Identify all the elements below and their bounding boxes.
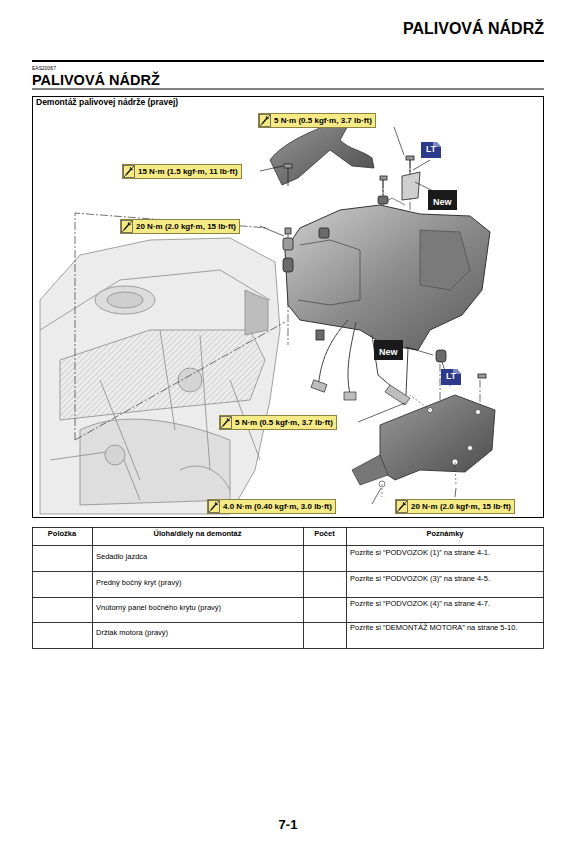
- node-text: LT: [419, 144, 443, 154]
- side-cover: [380, 395, 495, 480]
- section-code: EAS20067: [32, 66, 56, 72]
- tank-cover: [270, 118, 374, 185]
- torque-icon: [208, 500, 220, 513]
- torque-icon: [121, 220, 133, 233]
- node-text: 5 N·m (0.5 kgf·m, 3.7 lb·ft): [274, 116, 372, 125]
- node-text: 20 N·m (2.0 kgf·m, 15 lb·ft): [411, 502, 511, 511]
- new-part-tag: New: [428, 190, 457, 210]
- page-header: PALIVOVÁ NÁDRŽ: [403, 20, 544, 38]
- table-cell: Predný bočný kryt (pravý): [96, 579, 296, 588]
- node-text: 5 N·m (0.5 kgf·m, 3.7 lb·ft): [235, 418, 333, 427]
- fasteners: [283, 156, 486, 378]
- node-text: 20 N·m (2.0 kgf·m, 15 lb·ft): [136, 222, 236, 231]
- locking-agent-badge: LT: [439, 367, 463, 387]
- torque-icon: [259, 114, 271, 127]
- engine-background: [40, 238, 280, 514]
- node-text: 4.0 N·m (0.40 kgf·m, 3.0 lb·ft): [223, 502, 332, 511]
- table-cell: Držiak motora (pravý): [96, 629, 296, 638]
- torque-spec-box: 4.0 N·m (0.40 kgf·m, 3.0 lb·ft): [207, 499, 336, 514]
- section-title: PALIVOVÁ NÁDRŽ: [32, 72, 160, 89]
- table-cell: Sedadlo jazdca: [96, 553, 296, 562]
- torque-icon: [396, 500, 408, 513]
- table-grid: [32, 527, 544, 649]
- table-cell: Vnútorný panel bočného krytu (pravý): [96, 604, 296, 613]
- table-cell: Pozrite si “PODVOZOK (3)” na strane 4-5.: [350, 575, 542, 584]
- table-header: Položka: [32, 530, 92, 539]
- page-number: 7-1: [268, 818, 308, 833]
- table-header: Počet: [303, 530, 346, 539]
- table-cell: Pozrite si “DEMONTÁŽ MOTORA” na strane 5…: [350, 624, 530, 633]
- table-cell: Pozrite si “PODVOZOK (4)” na strane 4-7.: [350, 600, 542, 609]
- table-header: Poznámky: [346, 530, 544, 539]
- fuel-tank: [285, 205, 490, 350]
- node-text: LT: [439, 371, 463, 381]
- torque-icon: [220, 416, 232, 429]
- table-header: Úloha/diely na demontáž: [92, 530, 303, 539]
- new-part-tag: New: [374, 340, 403, 360]
- node-text: New: [433, 197, 452, 207]
- torque-spec-box: 5 N·m (0.5 kgf·m, 3.7 lb·ft): [258, 113, 376, 128]
- torque-icon: [123, 165, 135, 178]
- torque-spec-box: 20 N·m (2.0 kgf·m, 15 lb·ft): [395, 499, 515, 514]
- torque-spec-box: 5 N·m (0.5 kgf·m, 3.7 lb·ft): [219, 415, 337, 430]
- node-text: 15 N·m (1.5 kgf·m, 11 lb·ft): [138, 167, 238, 176]
- torque-spec-box: 15 N·m (1.5 kgf·m, 11 lb·ft): [122, 164, 242, 179]
- figure-subtitle: Demontáž palivovej nádrže (pravej): [36, 98, 178, 108]
- table-cell: Pozrite si “PODVOZOK (1)” na strane 4-1.: [350, 549, 542, 558]
- locking-agent-badge: LT: [419, 140, 443, 160]
- torque-spec-box: 20 N·m (2.0 kgf·m, 15 lb·ft): [120, 219, 240, 234]
- node-text: New: [379, 347, 398, 357]
